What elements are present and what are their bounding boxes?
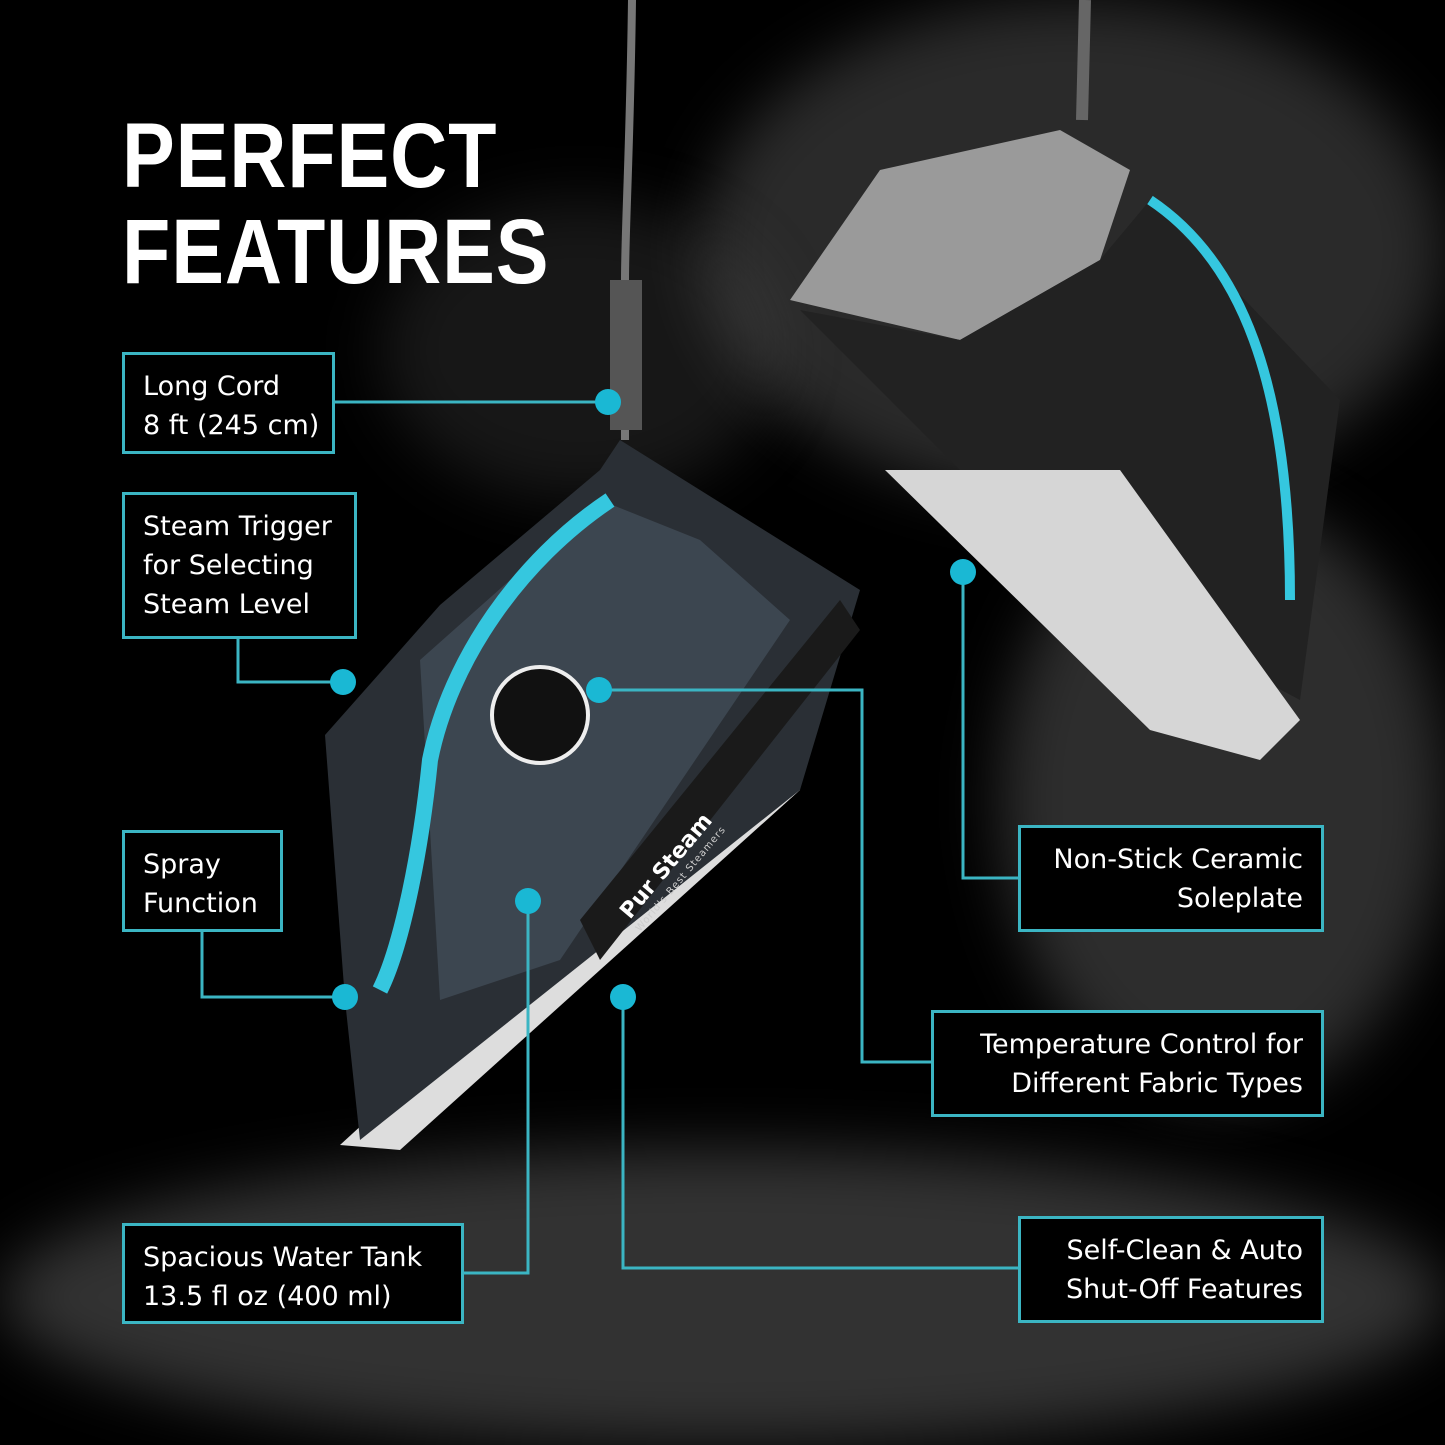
callout-line-soleplate [961,572,1018,880]
callout-dot [586,677,612,703]
steam-cloud [380,200,780,500]
callout-dot [330,669,356,695]
feature-temperature-control: Temperature Control for Different Fabric… [931,1010,1324,1117]
callout-line-spray [200,931,345,999]
feature-text: Self-Clean & Auto [1066,1235,1303,1266]
title-line-1: PERFECT [122,105,498,207]
feature-steam-trigger: Steam Trigger for Selecting Steam Level [122,492,357,639]
feature-long-cord: Long Cord 8 ft (245 cm) [122,352,335,454]
feature-text: Steam Trigger [143,511,332,542]
feature-text: Shut-Off Features [1066,1274,1303,1305]
feature-text: Soleplate [1176,883,1303,914]
callout-line-temperature [599,688,931,1064]
callout-line-steam-trigger [236,638,343,684]
callout-dot [515,888,541,914]
callout-line-self-clean [621,997,1018,1270]
feature-text: Spray [143,849,221,880]
feature-water-tank: Spacious Water Tank 13.5 fl oz (400 ml) [122,1223,464,1324]
feature-text: Steam Level [143,589,311,620]
callout-dot [610,984,636,1010]
feature-text: 8 ft (245 cm) [143,410,320,441]
feature-text: Non-Stick Ceramic [1053,844,1303,875]
page-title: PERFECT FEATURES [122,108,549,300]
feature-soleplate: Non-Stick Ceramic Soleplate [1018,825,1324,932]
feature-text: 13.5 fl oz (400 ml) [143,1281,392,1312]
rear-iron [790,130,1340,760]
feature-text: Function [143,888,258,919]
feature-text: Spacious Water Tank [143,1242,423,1273]
title-line-2: FEATURES [122,201,550,303]
feature-self-clean: Self-Clean & Auto Shut-Off Features [1018,1216,1324,1323]
callout-dot [950,559,976,585]
feature-text: Different Fabric Types [1011,1068,1303,1099]
callout-dot [595,389,621,415]
feature-text: Temperature Control for [980,1029,1303,1060]
feature-text: Long Cord [143,371,281,402]
callout-line-water-tank [463,901,530,1275]
feature-text: for Selecting [143,550,314,581]
callout-dot [332,984,358,1010]
feature-spray: Spray Function [122,830,283,932]
